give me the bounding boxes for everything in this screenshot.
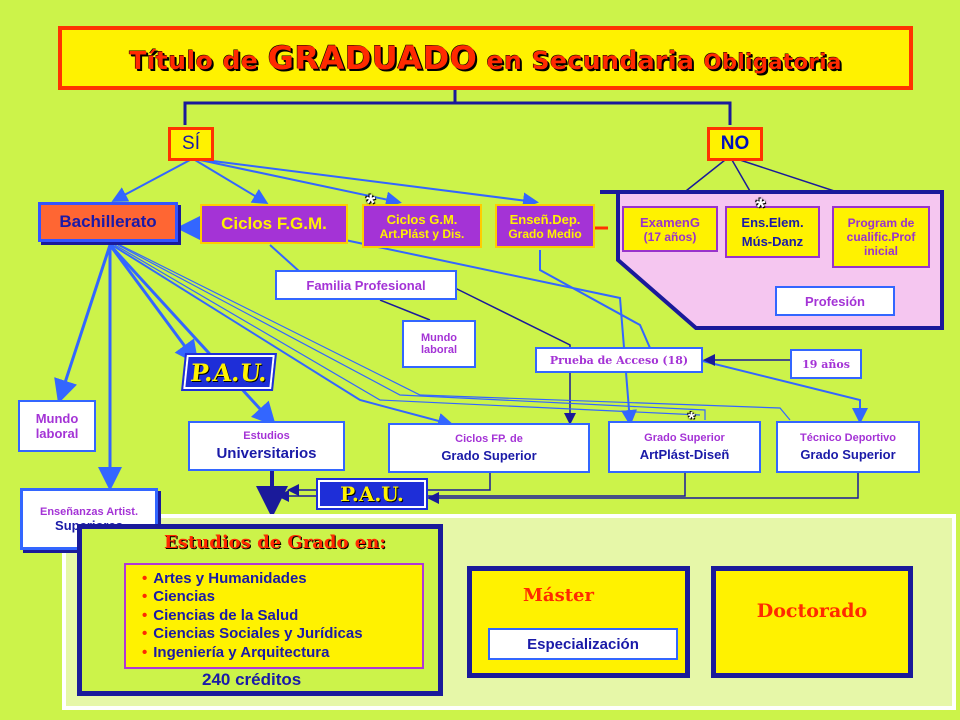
- ens-elem-line1: Ens.Elem.: [741, 215, 804, 230]
- especializacion-box: Especialización: [488, 628, 678, 660]
- mundo-laboral-mid-line1: Mundo: [420, 332, 458, 344]
- tecnico-dep-line1: Técnico Deportivo: [800, 432, 896, 444]
- doctorado-box: Doctorado: [711, 566, 913, 678]
- program-line2: cualific.Prof: [846, 230, 916, 244]
- star-mark-3: *: [688, 409, 696, 429]
- especializacion-label: Especialización: [527, 635, 639, 653]
- ensen-dep-box: Enseñ.Dep. Grado Medio: [495, 204, 595, 248]
- mundo-laboral-left-line2: laboral: [35, 426, 79, 441]
- grado-sup-art-line1: Grado Superior: [644, 432, 725, 444]
- bachillerato-label: Bachillerato: [59, 212, 157, 231]
- grado-sup-art-box: Grado Superior ArtPlást-Diseñ: [608, 421, 761, 473]
- no-box: NO: [707, 127, 763, 161]
- pau-label-2: P.A.U.: [340, 482, 404, 506]
- ens-elem-box: Ens.Elem. Mús-Danz: [725, 206, 820, 258]
- ciclos-gm-line2: Art.Plást y Dis.: [379, 226, 465, 241]
- mundo-laboral-mid-box: Mundo laboral: [402, 320, 476, 368]
- familia-box: Familia Profesional: [275, 270, 457, 300]
- pau-label-1: P.A.U.: [189, 357, 269, 387]
- examen-box: ExamenG (17 años): [622, 206, 718, 252]
- ensen-dep-line1: Enseñ.Dep.: [509, 211, 581, 227]
- area-item: Ciencias Sociales y Jurídicas: [142, 625, 362, 644]
- estudios-grado-heading: Estudios de Grado en:: [160, 532, 390, 553]
- master-box: Máster: [467, 566, 690, 678]
- area-item: Artes y Humanidades: [142, 570, 363, 589]
- doctorado-label: Doctorado: [756, 600, 868, 622]
- pau-badge-1: P.A.U.: [181, 353, 277, 391]
- estudios-univ-line1: Estudios: [243, 430, 290, 442]
- ciclos-fp-box: Ciclos FP. de Grado Superior: [388, 423, 590, 473]
- ciclos-fp-line2: Grado Superior: [441, 448, 537, 463]
- diecinueve-label: 19 años: [802, 357, 850, 371]
- page-title: Título de GRADUADO en Secundaria Obligat…: [129, 39, 842, 77]
- mundo-laboral-mid-line2: laboral: [420, 344, 458, 356]
- star-mark-2: *: [756, 194, 766, 221]
- program-box: Program de cualific.Prof inicial: [832, 206, 930, 268]
- prueba-label: Prueba de Acceso (18): [549, 353, 689, 367]
- profesion-box: Profesión: [775, 286, 895, 316]
- area-item: Ciencias de la Salud: [142, 607, 363, 626]
- area-item: Ingeniería y Arquitectura: [142, 644, 363, 663]
- master-label: Máster: [523, 585, 594, 606]
- tecnico-dep-box: Técnico Deportivo Grado Superior: [776, 421, 920, 473]
- ciclos-gm-line1: Ciclos G.M.: [386, 211, 458, 227]
- tecnico-dep-line2: Grado Superior: [800, 447, 896, 462]
- ens-elem-line2: Mús-Danz: [741, 234, 804, 249]
- area-item: Ciencias: [142, 588, 363, 607]
- yes-label: SÍ: [182, 133, 200, 154]
- examen-line1: ExamenG: [640, 214, 700, 230]
- grado-sup-art-line2: ArtPlást-Diseñ: [639, 447, 730, 462]
- credits-label: 240 créditos: [202, 670, 302, 689]
- ensen-dep-line2: Grado Medio: [508, 226, 582, 241]
- mundo-laboral-left-box: Mundo laboral: [18, 400, 96, 452]
- mundo-laboral-left-line1: Mundo: [35, 411, 79, 426]
- areas-box: Artes y Humanidades Ciencias Ciencias de…: [124, 563, 424, 669]
- familia-label: Familia Profesional: [306, 277, 426, 293]
- yes-box: SÍ: [168, 127, 214, 161]
- diecinueve-box: 19 años: [790, 349, 862, 379]
- ciclos-fgm-label: Ciclos F.G.M.: [221, 214, 327, 233]
- areas-list: Artes y Humanidades Ciencias Ciencias de…: [142, 570, 363, 663]
- ciclos-gm-box: Ciclos G.M. Art.Plást y Dis.: [362, 204, 482, 248]
- pau-badge-2: P.A.U.: [316, 478, 428, 510]
- bachillerato-box: Bachillerato: [38, 202, 178, 242]
- estudios-univ-line2: Universitarios: [216, 445, 317, 462]
- examen-line2: (17 años): [643, 229, 697, 244]
- ciclos-fgm-box: Ciclos F.G.M.: [200, 204, 348, 244]
- ciclos-fp-line1: Ciclos FP. de: [455, 433, 523, 445]
- ens-artist-line1: Enseñanzas Artist.: [39, 505, 138, 518]
- star-mark-1: *: [366, 190, 376, 217]
- title-box: Título de GRADUADO en Secundaria Obligat…: [58, 26, 913, 90]
- estudios-univ-box: Estudios Universitarios: [188, 421, 345, 471]
- profesion-label: Profesión: [805, 293, 865, 309]
- prueba-box: Prueba de Acceso (18): [535, 347, 703, 373]
- program-line1: Program de: [847, 216, 915, 230]
- no-label: NO: [720, 133, 750, 154]
- program-line3: inicial: [863, 244, 898, 258]
